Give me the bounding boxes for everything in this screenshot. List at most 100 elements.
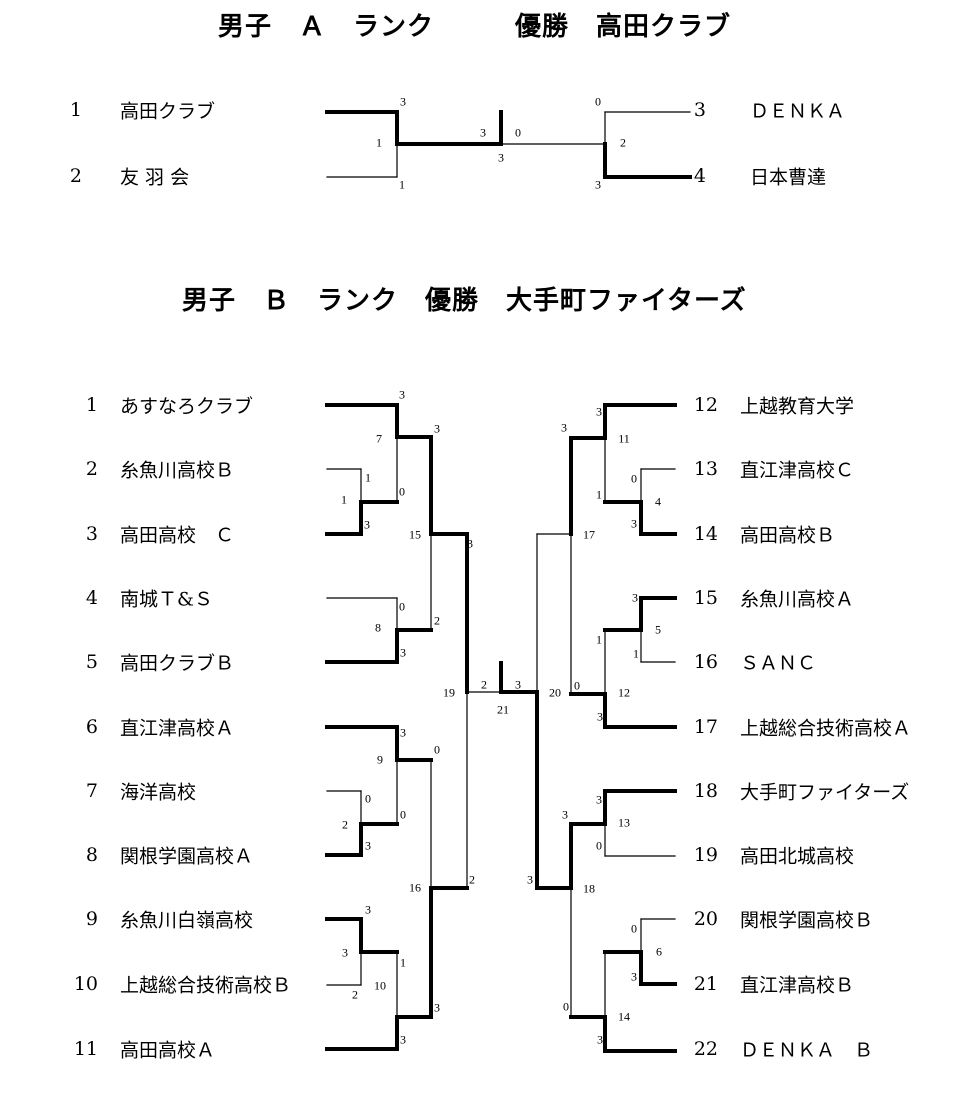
match-score: 7 (376, 431, 382, 446)
team-name: 日本曹達 (750, 166, 827, 189)
match-score: 0 (574, 678, 580, 693)
match-score: 3 (365, 838, 371, 853)
match-score: 6 (656, 944, 662, 959)
team-name: 糸魚川白嶺高校 (120, 909, 254, 932)
team-seed: 14 (693, 523, 718, 545)
match-score: 0 (400, 807, 406, 822)
team-name: 南城Ｔ&Ｓ (120, 588, 213, 611)
match-score: 1 (365, 470, 371, 485)
match-score: 8 (375, 620, 381, 635)
team-seed: 16 (693, 651, 718, 673)
match-score: 2 (469, 872, 475, 887)
team-name: 高田高校Ａ (120, 1039, 216, 1062)
match-score: 20 (549, 685, 561, 700)
team-seed: 4 (693, 165, 706, 187)
team-name: ＤＥＮＫＡ Ｂ (740, 1039, 874, 1062)
match-score: 15 (409, 527, 421, 542)
match-score: 1 (596, 632, 602, 647)
match-score: 21 (497, 702, 509, 717)
match-score: 3 (596, 792, 602, 807)
match-score: 19 (443, 685, 455, 700)
match-score: 3 (400, 94, 406, 109)
match-score: 13 (618, 815, 630, 830)
match-score: 3 (597, 709, 603, 724)
team-name: 糸魚川高校Ｂ (120, 459, 235, 482)
team-name: ＤＥＮＫＡ (750, 100, 846, 123)
match-score: 4 (655, 494, 661, 509)
team-name: 海洋高校 (120, 781, 197, 804)
team-name: 高田高校 Ｃ (120, 524, 235, 547)
team-seed: 7 (85, 780, 98, 802)
team-name: 高田北城高校 (740, 845, 855, 868)
match-score: 1 (596, 487, 602, 502)
match-score: 2 (352, 987, 358, 1002)
match-score: 3 (631, 516, 637, 531)
match-score: 3 (595, 177, 601, 192)
match-score: 9 (377, 752, 383, 767)
match-score: 14 (618, 1009, 630, 1024)
match-score: 3 (364, 517, 370, 532)
match-score: 0 (399, 599, 405, 614)
team-name: 上越総合技術高校Ｂ (120, 974, 292, 997)
team-seed: 21 (693, 973, 718, 995)
match-score: 3 (434, 421, 440, 436)
team-seed: 3 (85, 523, 98, 545)
team-seed: 12 (693, 394, 718, 416)
team-seed: 3 (693, 99, 706, 121)
match-score: 3 (480, 125, 486, 140)
match-score: 2 (434, 613, 440, 628)
match-score: 18 (583, 881, 595, 896)
match-score: 0 (515, 125, 521, 140)
match-score: 0 (631, 921, 637, 936)
team-name: 大手町ファイターズ (740, 781, 910, 804)
team-seed: 15 (693, 587, 718, 609)
team-name: 関根学園高校Ｂ (740, 909, 874, 932)
team-name: 高田クラブ (120, 100, 216, 123)
team-name: 直江津高校Ｂ (740, 974, 855, 997)
match-score: 3 (498, 150, 504, 165)
team-name: 高田クラブＢ (120, 652, 235, 675)
match-score: 1 (633, 646, 639, 661)
rank-b-title: 男子 Ｂ ランク 優勝 大手町ファイターズ (182, 286, 747, 316)
team-seed: 2 (85, 458, 98, 480)
team-name: 高田高校Ｂ (740, 524, 836, 547)
team-seed: 9 (85, 908, 98, 930)
match-score: 3 (527, 872, 533, 887)
match-score: 3 (400, 1032, 406, 1047)
match-score: 3 (400, 645, 406, 660)
match-score: 0 (596, 838, 602, 853)
match-score: 3 (400, 725, 406, 740)
team-seed: 10 (73, 973, 98, 995)
match-score: 0 (631, 471, 637, 486)
match-score: 11 (618, 431, 630, 446)
team-seed: 22 (693, 1038, 718, 1060)
match-score: 0 (434, 742, 440, 757)
match-score: 0 (399, 484, 405, 499)
team-seed: 1 (69, 99, 82, 121)
match-score: 3 (561, 420, 567, 435)
match-score: 12 (618, 685, 630, 700)
match-score: 5 (655, 622, 661, 637)
match-score: 0 (563, 999, 569, 1014)
match-score: 2 (342, 817, 348, 832)
team-name: 糸魚川高校Ａ (740, 588, 855, 611)
match-score: 3 (515, 677, 521, 692)
match-score: 3 (342, 945, 348, 960)
match-score: 3 (562, 807, 568, 822)
team-name: あすなろクラブ (120, 395, 254, 418)
match-score: 3 (434, 1000, 440, 1015)
team-seed: 20 (693, 908, 718, 930)
team-seed: 6 (85, 716, 98, 738)
match-score: 2 (481, 677, 487, 692)
match-score: 3 (631, 969, 637, 984)
team-seed: 13 (693, 458, 718, 480)
team-name: 関根学園高校Ａ (120, 845, 254, 868)
match-score: 3 (467, 536, 473, 551)
team-name: 直江津高校Ａ (120, 717, 235, 740)
match-score: 3 (632, 590, 638, 605)
rank-a-title: 男子 Ａ ランク 優勝 高田クラブ (218, 12, 732, 42)
team-name: 上越教育大学 (740, 395, 855, 418)
team-seed: 2 (69, 165, 82, 187)
match-score: 1 (376, 135, 382, 150)
